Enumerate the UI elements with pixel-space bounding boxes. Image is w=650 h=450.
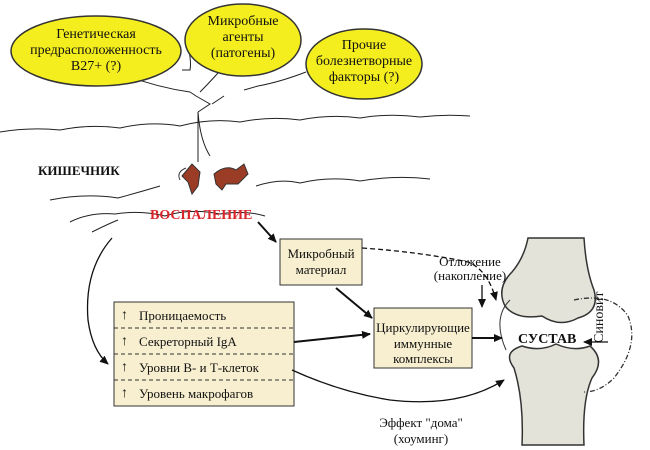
immune-complexes-box (373, 307, 473, 369)
joint-illustration (499, 237, 633, 446)
factor-other-line3: факторы (?) (328, 70, 400, 85)
ellipse-genetic (10, 15, 182, 87)
arrows (86, 221, 608, 403)
increase-item-iga: Секреторный IgA (139, 334, 237, 349)
immune-complexes-line2: иммунные (393, 336, 453, 351)
factor-genetic-line2: предрасположенность (30, 43, 162, 58)
microbial-material-line2: материал (295, 262, 347, 277)
factor-microbial-line1: Микробные (207, 14, 279, 29)
arrow-gut-to-box (86, 237, 113, 365)
factor-genetic-line3: B27+ (?) (70, 59, 122, 74)
factor-microbial-line2: агенты (222, 30, 264, 45)
gut-outline (0, 114, 471, 233)
increase-arrow-3: ↑ (121, 360, 128, 375)
ellipse-other (305, 28, 423, 100)
increase-arrow-1: ↑ (121, 308, 128, 323)
synovium-label: Синовит (592, 291, 607, 343)
increase-arrow-2: ↑ (121, 334, 128, 349)
microbial-material-line1: Микробный (287, 246, 355, 261)
immune-complexes-line1: Циркулирующие (376, 320, 470, 335)
immune-complexes-line3: комплексы (393, 351, 453, 366)
microbial-material-box (279, 238, 363, 286)
ellipse-microbial (184, 3, 302, 77)
factor-genetic-line1: Генетическая (56, 27, 136, 42)
increase-item-macrophages: Уровень макрофагов (139, 386, 254, 401)
homing-line2: (хоуминг) (393, 431, 449, 446)
homing-line1: Эффект "дома" (379, 415, 463, 430)
factor-microbial-line3: (патогены) (210, 46, 276, 61)
arrow-material-dashed (361, 247, 498, 301)
arrow-homing (291, 369, 505, 403)
inflammation-patches (178, 163, 249, 196)
factor-other-line2: болезнетворные (315, 54, 413, 69)
arrow-material-to-complexes (335, 287, 373, 319)
upper-bone (501, 237, 596, 324)
deposition-line1: Отложение (439, 254, 501, 269)
joint-label: СУСТАВ (518, 332, 577, 347)
gut-label: КИШЕЧНИК (38, 163, 120, 178)
increase-item-bt-cells: Уровни В- и Т-клеток (139, 360, 259, 375)
inflammation-label: ВОСПАЛЕНИЕ (150, 208, 253, 223)
increase-item-permeability: Проницаемость (139, 308, 227, 323)
arrow-gut-to-material (257, 221, 277, 243)
deposition-line2: (накопление) (433, 268, 507, 283)
factor-other-line1: Прочие (341, 38, 387, 53)
factor-ellipses (10, 3, 423, 100)
increases-dividers (114, 327, 294, 381)
arrow-iga-to-complexes (293, 330, 371, 343)
synovium-capsule (573, 297, 633, 393)
increase-arrow-4: ↑ (121, 386, 128, 401)
lower-bone (508, 343, 600, 446)
